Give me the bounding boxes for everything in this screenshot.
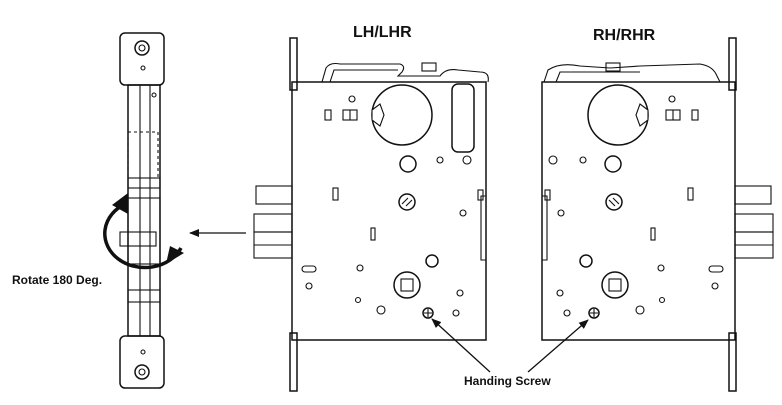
lock-case-lh: [253, 37, 489, 392]
right-case-label: RH/RHR: [593, 27, 656, 44]
rotate-arrow-icon: [103, 193, 184, 270]
left-case-label: LH/LHR: [353, 24, 412, 41]
rotate-label: Rotate 180 Deg.: [12, 273, 102, 287]
lock-case-rh: [541, 37, 774, 392]
handing-screw-callout: [431, 318, 589, 373]
handing-screw-label: Handing Screw: [464, 374, 551, 388]
